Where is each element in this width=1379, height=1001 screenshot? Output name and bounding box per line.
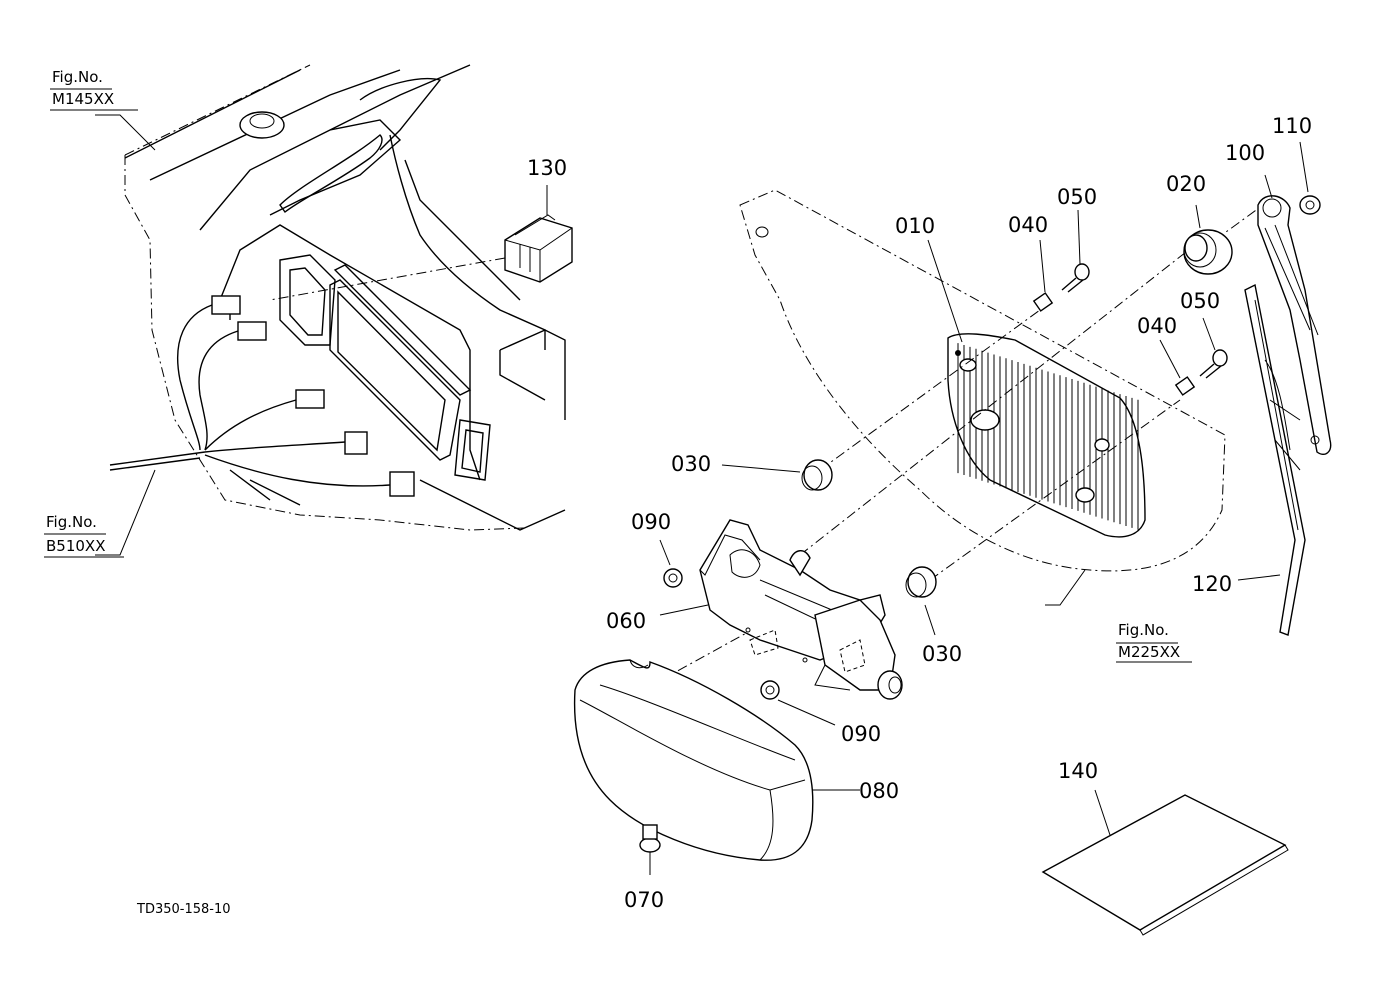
- screw-070: [639, 824, 661, 875]
- part-label-020: 020: [1166, 172, 1206, 196]
- part-label-060: 060: [606, 609, 646, 633]
- fig-ref-top-left-code: M145XX: [52, 90, 114, 108]
- nut-110: [1299, 141, 1321, 215]
- rear-window-panel: [739, 189, 1226, 572]
- part-label-120: 120: [1192, 572, 1232, 596]
- bolt-050-lower: [1199, 317, 1228, 379]
- part-label-090-lower: 090: [841, 722, 881, 746]
- bushing-030-upper: [721, 459, 833, 491]
- switch-130: [269, 185, 573, 301]
- part-label-080: 080: [859, 779, 899, 803]
- part-label-040-upper: 040: [1008, 213, 1048, 237]
- grommet-020: [1183, 204, 1233, 275]
- fig-ref-right-label: Fig.No.: [1118, 621, 1169, 639]
- part-label-030-upper: 030: [671, 452, 711, 476]
- fig-ref-bottom-left-code: B510XX: [46, 537, 105, 555]
- part-label-110: 110: [1272, 114, 1312, 138]
- bushing-030-lower: [905, 566, 937, 636]
- wiper-blade-120: [1237, 283, 1306, 636]
- part-label-070: 070: [624, 888, 664, 912]
- part-label-050-upper: 050: [1057, 185, 1097, 209]
- fig-ref-right-code: M225XX: [1118, 643, 1180, 661]
- part-label-100: 100: [1225, 141, 1265, 165]
- cover-080: [573, 659, 860, 861]
- part-label-140: 140: [1058, 759, 1098, 783]
- spacer-040-upper: [1032, 239, 1054, 312]
- bolt-050-upper: [1061, 209, 1090, 293]
- label-sheet-140: [1041, 789, 1289, 936]
- cab-panel-drawing: [95, 64, 566, 556]
- fig-ref-bottom-left-label: Fig.No.: [46, 513, 97, 531]
- nut-090-lower: [760, 680, 836, 726]
- fig-ref-top-left-label: Fig.No.: [52, 68, 103, 86]
- part-label-090-upper: 090: [631, 510, 671, 534]
- part-label-050-lower: 050: [1180, 289, 1220, 313]
- spacer-040-lower: [1159, 339, 1196, 396]
- drawing-code: TD350-158-10: [136, 902, 231, 917]
- nut-090-upper: [659, 539, 683, 588]
- wiper-arm-100: [1257, 174, 1332, 456]
- part-label-130: 130: [527, 156, 567, 180]
- part-label-030-lower: 030: [922, 642, 962, 666]
- part-label-040-lower: 040: [1137, 314, 1177, 338]
- leader-lines: [927, 239, 1086, 606]
- wiper-motor-060: [659, 519, 903, 700]
- part-label-010: 010: [895, 214, 935, 238]
